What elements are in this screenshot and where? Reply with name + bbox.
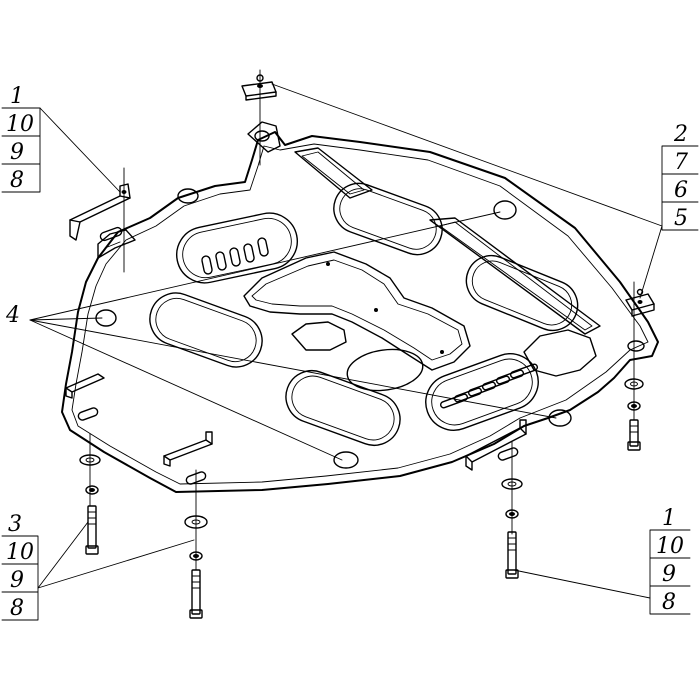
callout-bottom-right: 1 10 9 8 (649, 506, 691, 615)
bracket-right (625, 288, 655, 317)
callout-top-right-label-0: 2 (673, 122, 688, 147)
callout-bottom-right-label-2: 9 (662, 562, 676, 587)
callout-middle-left: 4 (5, 303, 20, 328)
bracket-left-lower (65, 373, 105, 399)
plate-bosses (95, 188, 572, 469)
callout-bottom-left-label-1: 10 (6, 540, 34, 565)
leader-lines (29, 83, 663, 599)
callout-top-left-label-2: 9 (10, 140, 24, 165)
axis-lines (89, 69, 635, 571)
callout-top-right-label-2: 6 (674, 178, 688, 203)
callout-top-left-label-3: 8 (10, 168, 24, 193)
callout-bottom-right-label-1: 10 (656, 534, 684, 559)
skid-plate (61, 121, 659, 493)
callout-bottom-left: 3 10 9 8 (1, 512, 39, 621)
bracket-bottom-right (465, 419, 527, 471)
callout-bottom-right-label-3: 8 (662, 590, 676, 615)
bracket-bottom-center (163, 431, 213, 467)
callout-top-left: 1 10 9 8 (1, 84, 41, 193)
brackets (65, 74, 655, 471)
callout-top-right-label-3: 5 (674, 206, 688, 231)
callout-middle-left-label-0: 4 (5, 303, 20, 328)
vent-slots-left (201, 237, 269, 275)
vent-slots-right (439, 363, 539, 409)
callout-top-right: 2 7 6 5 (661, 122, 699, 231)
callout-bottom-left-label-2: 9 (10, 568, 24, 593)
callout-top-left-label-0: 1 (10, 84, 24, 109)
callout-bottom-right-label-0: 1 (662, 506, 676, 531)
callout-bottom-left-label-0: 3 (8, 512, 22, 537)
callout-top-right-label-1: 7 (674, 150, 688, 175)
bracket-top (241, 74, 277, 101)
callout-top-left-label-1: 10 (6, 112, 34, 137)
callout-bottom-left-label-3: 8 (10, 596, 24, 621)
